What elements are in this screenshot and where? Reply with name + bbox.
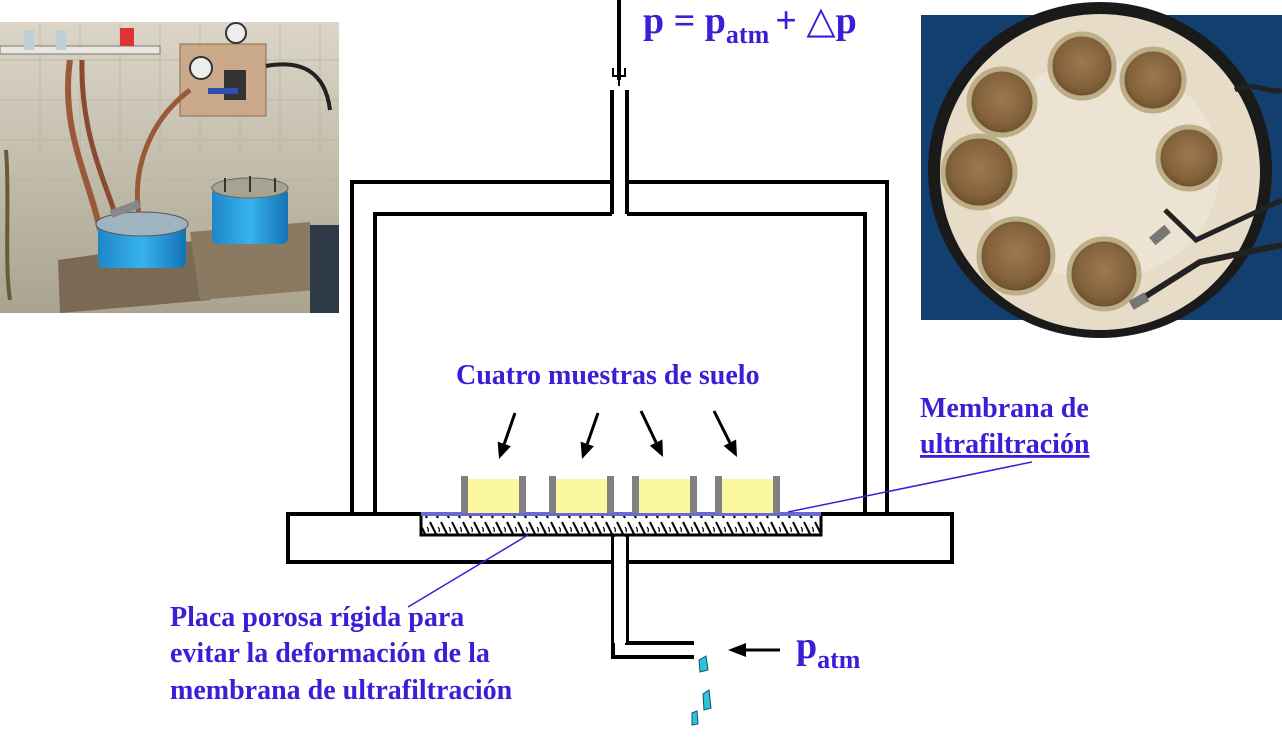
soil-sample-3 <box>632 476 697 513</box>
plate-leader-line <box>407 534 529 608</box>
soil-samples <box>461 476 780 513</box>
outlet-pipe <box>611 535 694 659</box>
water-drops <box>691 655 712 726</box>
soil-sample-4 <box>715 476 780 513</box>
lab-equipment-photo <box>0 22 339 313</box>
inlet-valve-icon <box>612 68 626 86</box>
membrane-label-line2: ultrafiltración <box>920 429 1090 460</box>
samples-label: Cuatro muestras de suelo <box>456 360 760 391</box>
chamber-lid <box>350 180 889 514</box>
porous-plate <box>419 512 823 537</box>
plate-label-line2: evitar la deformación de la <box>170 638 490 669</box>
sample-arrow-icon-1 <box>497 412 517 459</box>
membrane-label-line1: Membrana de <box>920 393 1089 424</box>
sample-arrow-icon-4 <box>712 410 737 457</box>
sample-arrows <box>497 410 737 459</box>
outlet-pressure-label: patm <box>796 625 861 674</box>
plate-label-line3: membrana de ultrafiltración <box>170 675 513 706</box>
inlet-pipe <box>610 0 629 214</box>
soil-samples-photo <box>921 2 1282 338</box>
soil-sample-2 <box>549 476 614 513</box>
top-pressure-label: p = patm+ △p <box>643 0 857 49</box>
soil-sample-1 <box>461 476 526 513</box>
sample-arrow-icon-2 <box>580 412 600 459</box>
sample-arrow-icon-3 <box>639 410 663 457</box>
outlet-arrow-icon <box>728 643 780 657</box>
plate-label-line1: Placa porosa rígida para <box>170 602 464 633</box>
membrane-leader-line <box>787 461 1033 513</box>
